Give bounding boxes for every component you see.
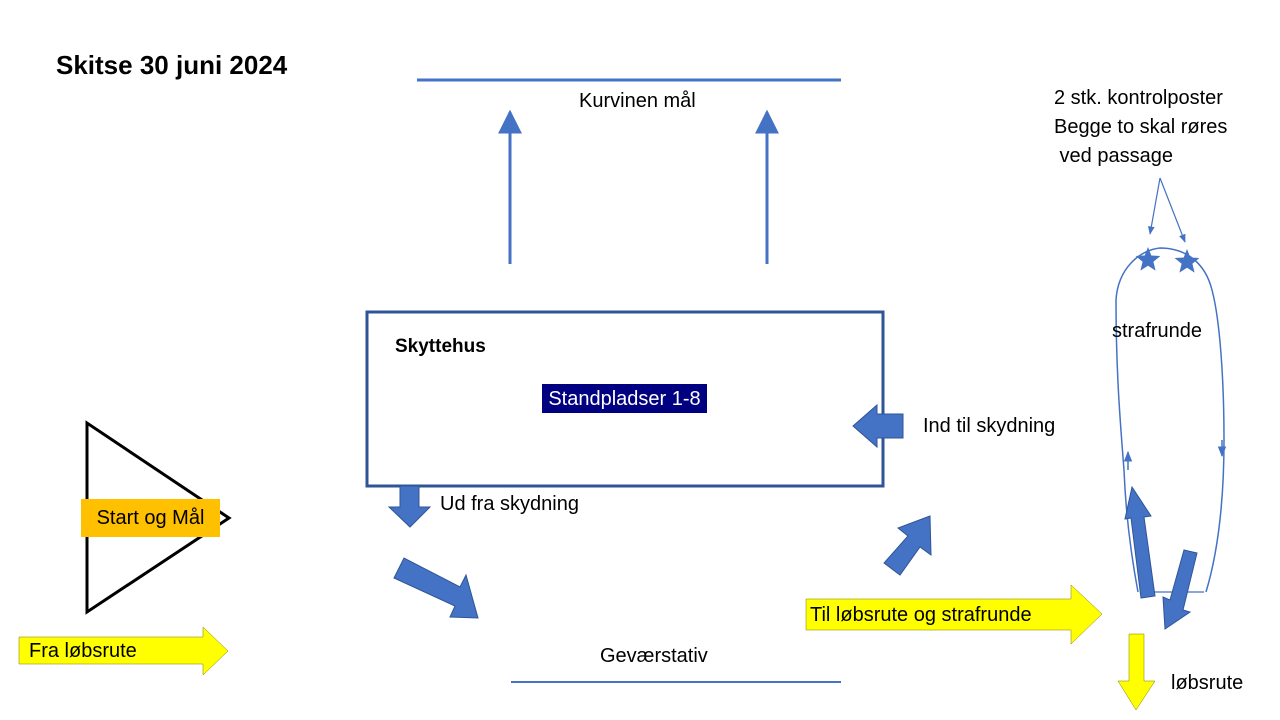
to-rifle-rack-arrow bbox=[393, 557, 479, 619]
into-shooting-label: Ind til skydning bbox=[923, 415, 1056, 437]
out-of-shooting-label: Ud fra skydning bbox=[440, 493, 579, 515]
out-of-loop-arrow bbox=[1162, 549, 1198, 630]
rifle-rack-label: Geværstativ bbox=[600, 645, 708, 667]
to-shooting-diagonal-arrow bbox=[883, 515, 932, 576]
start-finish-label: Start og Mål bbox=[96, 507, 205, 529]
to-route-label: Til løbsrute og strafrunde bbox=[810, 604, 1032, 626]
page-title: Skitse 30 juni 2024 bbox=[56, 50, 288, 80]
route-label: løbsrute bbox=[1171, 672, 1244, 694]
penalty-loop-path bbox=[1115, 247, 1225, 593]
stands-label: Standpladser 1-8 bbox=[548, 388, 701, 410]
control-posts-line-1: 2 stk. kontrolposter bbox=[1054, 87, 1223, 109]
pointer-line-2 bbox=[1159, 177, 1186, 243]
stands-highlight bbox=[542, 384, 707, 413]
shooting-house-label: Skyttehus bbox=[395, 336, 486, 357]
penalty-loop-label: strafrunde bbox=[1112, 320, 1203, 342]
into-loop-arrow bbox=[1124, 485, 1156, 599]
from-route-label: Fra løbsrute bbox=[29, 640, 137, 662]
route-down-arrow bbox=[1117, 633, 1156, 711]
control-post-star-2 bbox=[1174, 249, 1200, 273]
to-route-arrow bbox=[805, 584, 1103, 645]
control-post-star-1 bbox=[1135, 247, 1161, 271]
control-posts-line-2: Begge to skal røres bbox=[1054, 116, 1228, 138]
from-route-arrow bbox=[18, 626, 229, 676]
out-of-shooting-arrow bbox=[387, 485, 432, 528]
shooting-house-box bbox=[365, 310, 885, 488]
control-posts-line-3: ved passage bbox=[1054, 145, 1173, 167]
target-label: Kurvinen mål bbox=[579, 90, 696, 112]
start-finish-box bbox=[81, 499, 220, 537]
pointer-line-1 bbox=[1148, 177, 1161, 235]
into-shooting-arrow bbox=[852, 403, 904, 449]
